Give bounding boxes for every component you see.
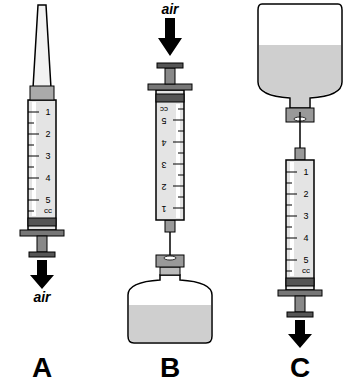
scale-number: 3 xyxy=(303,212,308,221)
panel-letter: B xyxy=(160,354,180,382)
scale-number: 3 xyxy=(45,152,50,161)
scale-number: 1 xyxy=(161,204,166,213)
air-label: air xyxy=(33,290,50,304)
panel-letter: C xyxy=(290,354,310,382)
scale-number: 2 xyxy=(161,182,166,191)
syringe-a xyxy=(20,5,64,289)
scale-number: 5 xyxy=(303,256,308,265)
scale-number: 5 xyxy=(45,196,50,205)
scale-number: 4 xyxy=(45,174,50,183)
unit-label: cc xyxy=(160,105,168,113)
unit-label: cc xyxy=(44,207,52,215)
syringe-b xyxy=(128,18,212,343)
panel-letter: A xyxy=(32,354,52,382)
scale-number: 1 xyxy=(303,168,308,177)
syringe-c xyxy=(258,4,342,348)
scale-number: 4 xyxy=(161,138,166,147)
scale-number: 4 xyxy=(303,234,308,243)
scale-number: 1 xyxy=(45,108,50,117)
air-label: air xyxy=(161,2,178,16)
scale-number: 2 xyxy=(45,130,50,139)
unit-label: cc xyxy=(302,267,310,275)
scale-number: 5 xyxy=(161,116,166,125)
scale-number: 2 xyxy=(303,190,308,199)
scale-number: 3 xyxy=(161,160,166,169)
